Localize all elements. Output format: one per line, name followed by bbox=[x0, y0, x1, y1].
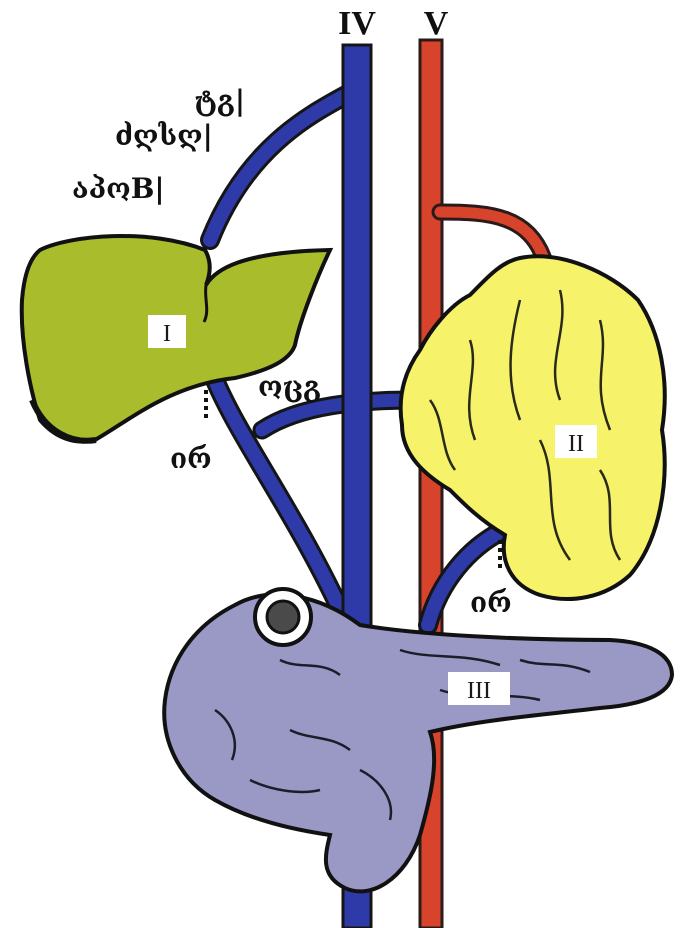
label-box-liver: I bbox=[148, 315, 186, 348]
label-spleen: II bbox=[568, 431, 584, 457]
label-artery: V bbox=[424, 5, 449, 42]
organ-pancreas bbox=[164, 595, 672, 892]
annotation-mid: ოცგ bbox=[258, 370, 321, 403]
annotation-top-1: ტგ| bbox=[195, 84, 245, 117]
annotation-left-low: ირ bbox=[170, 442, 212, 475]
label-pancreas: III bbox=[467, 678, 491, 704]
label-box-pancreas: III bbox=[448, 672, 510, 705]
duct-ring bbox=[255, 589, 311, 645]
label-vein: IV bbox=[338, 5, 376, 42]
annotation-top-2: ძღსღ| bbox=[115, 119, 213, 152]
label-box-spleen: II bbox=[555, 425, 597, 458]
annotation-right-low: ირ bbox=[470, 586, 512, 619]
label-liver: I bbox=[163, 321, 171, 347]
annotation-top-3: აპოB| bbox=[72, 172, 165, 205]
